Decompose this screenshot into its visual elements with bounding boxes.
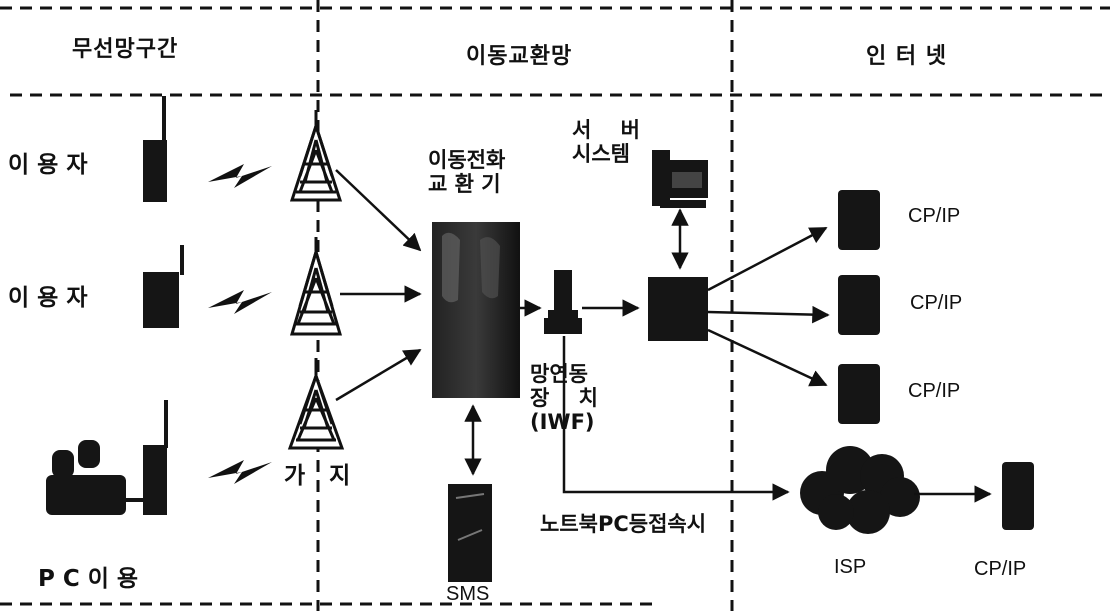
cp-ip-label: CP/IP	[974, 558, 1026, 581]
cp-ip-server-icon	[1002, 462, 1034, 530]
iwf-device-icon	[544, 270, 582, 334]
gateway-to-cp-arrow	[708, 330, 826, 385]
user-label: 이 용 자	[8, 152, 88, 178]
mobile-switch-label: 이동전화 교 환 기	[428, 148, 505, 196]
isp-label: ISP	[834, 556, 866, 579]
cp-ip-server-icon	[838, 190, 880, 250]
cp-ip-label: CP/IP	[908, 205, 960, 228]
tower-to-msc-arrow	[336, 170, 420, 250]
cp-ip-server-icon	[838, 275, 880, 335]
phone-icon	[143, 96, 167, 202]
gateway-to-cp-arrow	[708, 312, 828, 315]
base-station-tower-icon	[292, 237, 340, 334]
wireless-link-icon	[208, 164, 272, 484]
pc-user-label: P C 이 용	[38, 566, 138, 592]
user-label: 이 용 자	[8, 285, 88, 311]
base-station-label: 가 지	[284, 463, 350, 489]
section-header-wireless: 무선망구간	[72, 37, 178, 62]
base-station-tower-icon	[290, 358, 342, 448]
pc-user-icon	[46, 440, 144, 515]
server-system-icon	[652, 150, 708, 208]
tower-to-msc-arrow	[336, 350, 420, 400]
section-header-mobile-network: 이동교환망	[466, 44, 572, 69]
isp-cloud-icon	[800, 446, 920, 534]
cp-ip-label: CP/IP	[908, 380, 960, 403]
internet-gateway-icon	[648, 277, 708, 341]
sms-device-icon	[448, 484, 492, 582]
iwf-label: 망연동 장 치 (IWF)	[530, 362, 598, 434]
mobile-switch-icon	[432, 222, 520, 398]
section-header-internet: 인 터 넷	[866, 44, 947, 69]
cp-ip-server-icon	[838, 364, 880, 424]
server-system-label: 서 버 시스템	[572, 118, 640, 166]
cp-ip-label: CP/IP	[910, 292, 962, 315]
phone-icon	[143, 245, 184, 328]
sms-label: SMS	[446, 583, 489, 606]
gateway-to-cp-arrow	[708, 228, 826, 290]
notebook-access-label: 노트북PC등접속시	[540, 512, 706, 536]
base-station-tower-icon	[292, 110, 340, 200]
phone-icon	[143, 400, 168, 515]
